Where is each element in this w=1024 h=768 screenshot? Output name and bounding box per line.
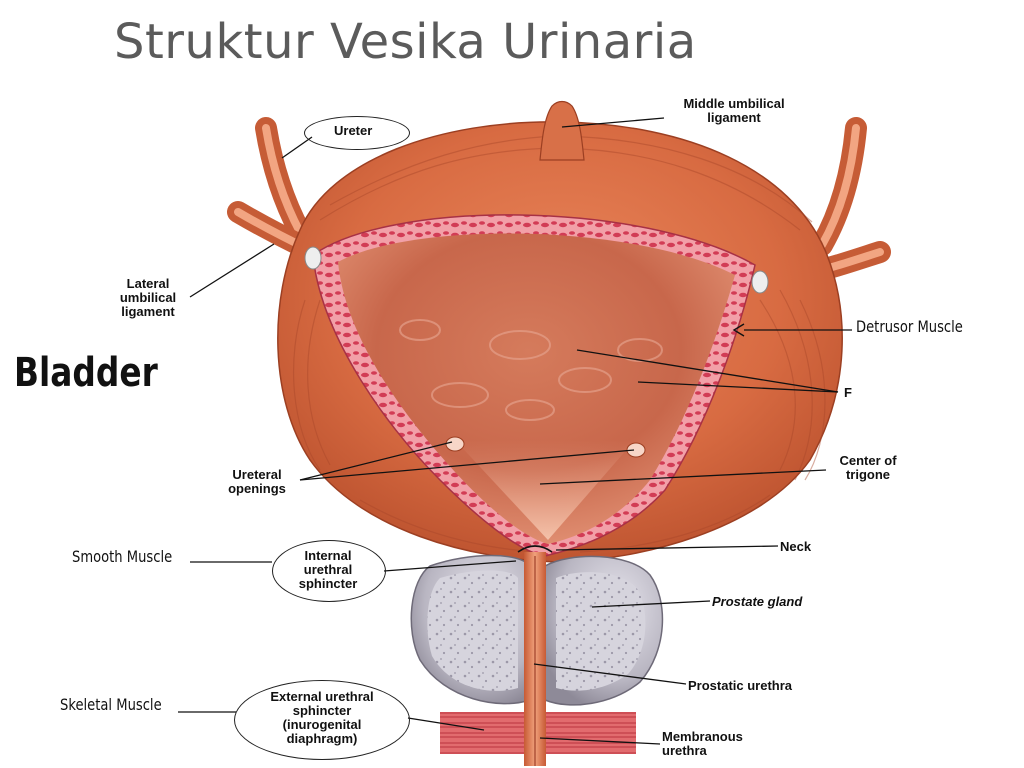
label-membranous-urethra: Membranous urethra	[662, 730, 743, 758]
label-smooth-muscle: Smooth Muscle	[72, 547, 173, 566]
label-detrusor-muscle: Detrusor Muscle	[856, 317, 963, 336]
left-ureteral-opening	[445, 436, 465, 452]
label-line: Internal	[304, 548, 352, 563]
ureter-callout-oval	[304, 116, 410, 150]
label-skeletal-muscle: Skeletal Muscle	[60, 695, 162, 714]
label-line: sphincter	[292, 703, 352, 718]
label-line: (inurogenital	[282, 717, 362, 732]
label-lateral-umbilical-ligament: Lateral umbilical ligament	[106, 277, 190, 319]
label-line: Middle umbilical	[683, 96, 785, 111]
left-ureter-cut-end	[304, 246, 322, 270]
label-prostatic-urethra: Prostatic urethra	[688, 678, 793, 693]
label-external-urethral-sphincter: External urethral sphincter (inurogenita…	[252, 690, 392, 746]
label-line: ligament	[121, 304, 175, 319]
mucosal-folds	[399, 319, 663, 421]
prostate-right-core	[556, 572, 646, 691]
label-line: umbilical	[119, 290, 177, 305]
label-line: Lateral	[126, 276, 170, 291]
label-middle-umbilical-ligament: Middle umbilical ligament	[664, 97, 804, 125]
label-line: diaphragm)	[286, 731, 358, 746]
label-line: sphincter	[298, 576, 358, 591]
label-ureter: Ureter	[334, 123, 373, 138]
label-ureteral-openings: Ureteral openings	[214, 468, 300, 496]
bladder-interior	[338, 233, 735, 544]
label-line: Center of	[839, 453, 897, 468]
bladder-side-label: Bladder	[14, 350, 158, 396]
label-internal-urethral-sphincter: Internal urethral sphincter	[282, 549, 374, 591]
trigone-area	[455, 440, 635, 540]
label-line: Ureteral	[232, 467, 282, 482]
page-title: Struktur Vesika Urinaria	[114, 14, 697, 70]
external-sphincter-callout-oval	[234, 680, 410, 760]
right-ureter-cut-end	[751, 270, 769, 294]
neck-arc	[517, 545, 553, 553]
label-neck: Neck	[780, 539, 812, 554]
label-line: ligament	[707, 110, 761, 125]
label-prostate-gland: Prostate gland	[712, 594, 803, 609]
label-line: urethra	[662, 743, 707, 758]
label-center-of-trigone: Center of trigone	[826, 454, 910, 482]
internal-sphincter-callout-oval	[272, 540, 386, 602]
external-sphincter-muscle-right	[546, 712, 636, 754]
detrusor-arrow	[732, 323, 745, 337]
label-line: trigone	[845, 467, 891, 482]
leader-lines	[178, 117, 852, 745]
label-f: F	[844, 385, 852, 400]
label-line: openings	[228, 481, 286, 496]
label-line: Membranous	[662, 729, 743, 744]
label-line: External urethral	[270, 689, 374, 704]
middle-umbilical-ligament-shape	[539, 100, 585, 161]
label-line: urethral	[303, 562, 353, 577]
prostate-left-core	[427, 570, 518, 691]
detrusor-fibres	[293, 135, 826, 553]
external-sphincter-muscle	[440, 712, 524, 754]
